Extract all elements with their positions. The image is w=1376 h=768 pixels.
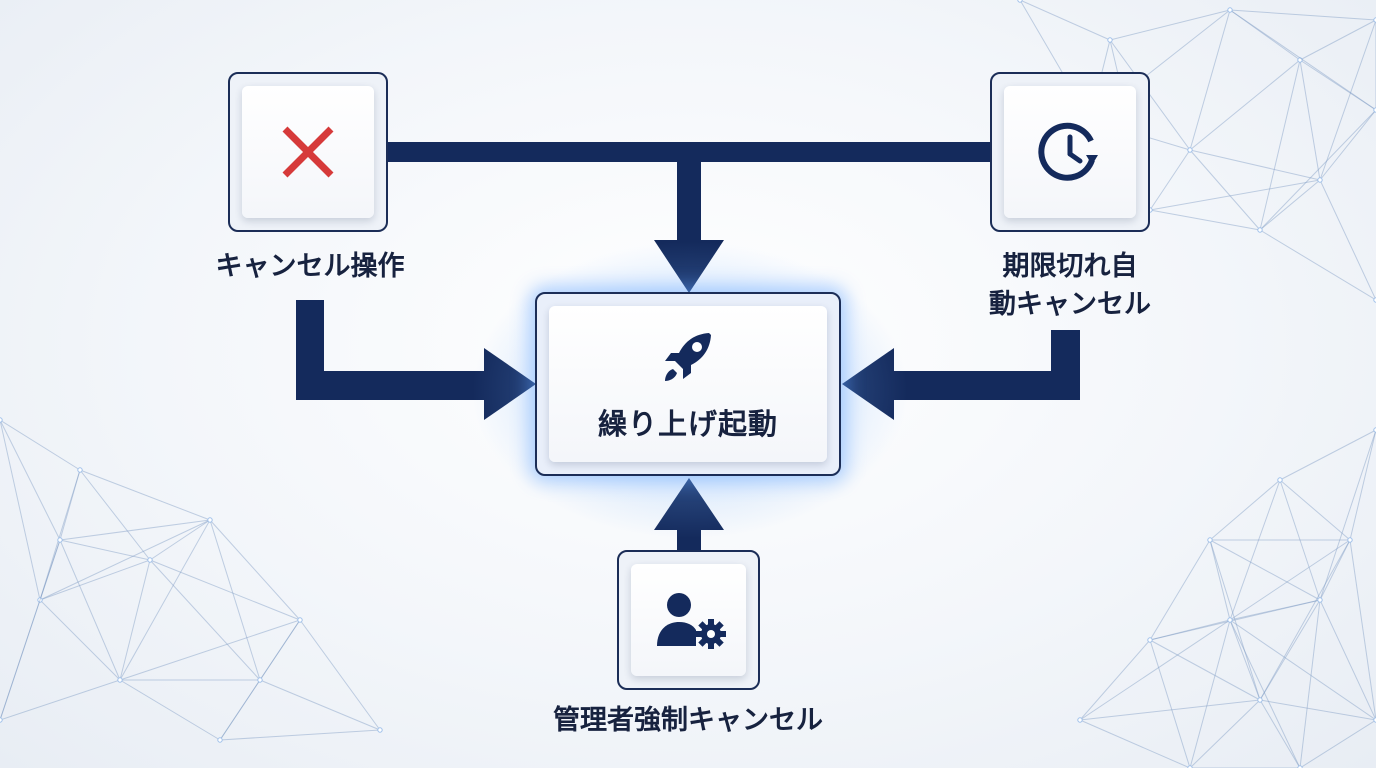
auto-cancel-label-line1: 期限切れ自 [1002, 251, 1138, 282]
node-cancel-operation-card [242, 86, 374, 218]
user-settings-icon [656, 593, 726, 649]
cancel-operation-label: キャンセル操作 [215, 251, 405, 282]
cross-icon [282, 126, 334, 178]
node-cancel-operation [228, 72, 388, 232]
node-early-launch: 繰り上げ起動 [535, 292, 841, 476]
node-auto-cancel-card [1004, 86, 1136, 218]
node-admin-force-cancel [617, 550, 760, 690]
connector-top-stem [677, 152, 701, 242]
node-admin-force-cancel-card [631, 564, 746, 676]
rocket-icon [665, 333, 711, 381]
clock-refresh-icon [1038, 122, 1098, 181]
node-early-launch-card: 繰り上げ起動 [549, 306, 827, 462]
connector-left-horizontal [296, 371, 488, 400]
auto-cancel-label-line2: 動キャンセル [989, 289, 1151, 320]
early-launch-label: 繰り上げ起動 [597, 407, 778, 441]
node-auto-cancel [990, 72, 1150, 232]
admin-force-cancel-label: 管理者強制キャンセル [553, 705, 823, 736]
connector-right-horizontal [890, 371, 1080, 400]
